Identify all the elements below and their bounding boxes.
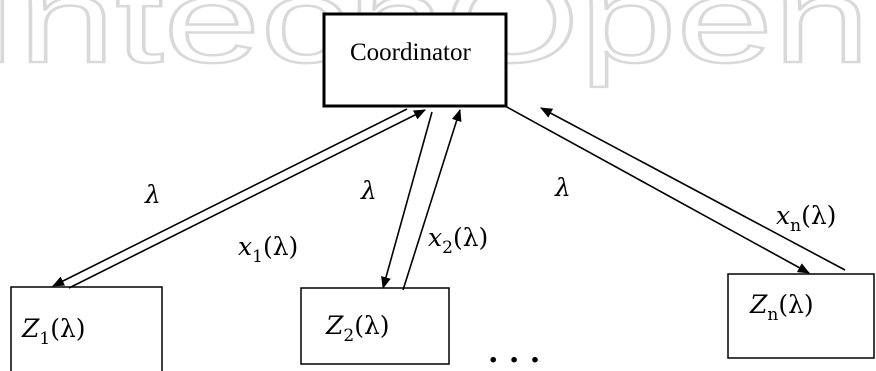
arrow-down-1 bbox=[52, 108, 408, 287]
subsystem-2-arg: (λ) bbox=[354, 311, 389, 340]
subsystem-2-sub: 2 bbox=[343, 326, 354, 346]
subsystem-n-var: Z bbox=[749, 290, 768, 319]
arrow-up-n bbox=[540, 107, 846, 271]
down-label-1: λ bbox=[144, 180, 161, 209]
up-label-n: xn(λ) bbox=[776, 201, 836, 236]
up-label-2: x2(λ) bbox=[428, 223, 488, 258]
arrow-down-n bbox=[504, 105, 810, 274]
down-label-n: λ bbox=[554, 173, 571, 202]
subsystem-2-var: Z bbox=[325, 311, 344, 340]
subsystem-n-sub: n bbox=[767, 305, 778, 325]
up-label-1: x1(λ) bbox=[238, 232, 298, 267]
subsystem-1-var: Z bbox=[21, 314, 40, 343]
arrow-up-2 bbox=[402, 109, 462, 291]
svg-text:Z1(λ): Z1(λ) bbox=[21, 314, 86, 349]
coordinator-label: Coordinator bbox=[350, 39, 471, 66]
subsystem-1-arg: (λ) bbox=[50, 314, 85, 343]
subsystem-2: Z2(λ) bbox=[300, 287, 450, 365]
coordinator-box bbox=[322, 12, 508, 108]
down-label-2: λ bbox=[360, 176, 377, 205]
subsystem-1: Z1(λ) bbox=[10, 286, 163, 371]
arrow-up-1 bbox=[68, 109, 426, 289]
subsystem-n: Zn(λ) bbox=[727, 273, 875, 359]
svg-text:Z2(λ): Z2(λ) bbox=[325, 311, 390, 346]
svg-text:Zn(λ): Zn(λ) bbox=[749, 290, 814, 325]
subsystem-n-arg: (λ) bbox=[778, 290, 813, 319]
subsystem-1-sub: 1 bbox=[39, 329, 50, 349]
ellipsis: . . . bbox=[488, 335, 540, 370]
arrow-down-2 bbox=[381, 111, 433, 289]
